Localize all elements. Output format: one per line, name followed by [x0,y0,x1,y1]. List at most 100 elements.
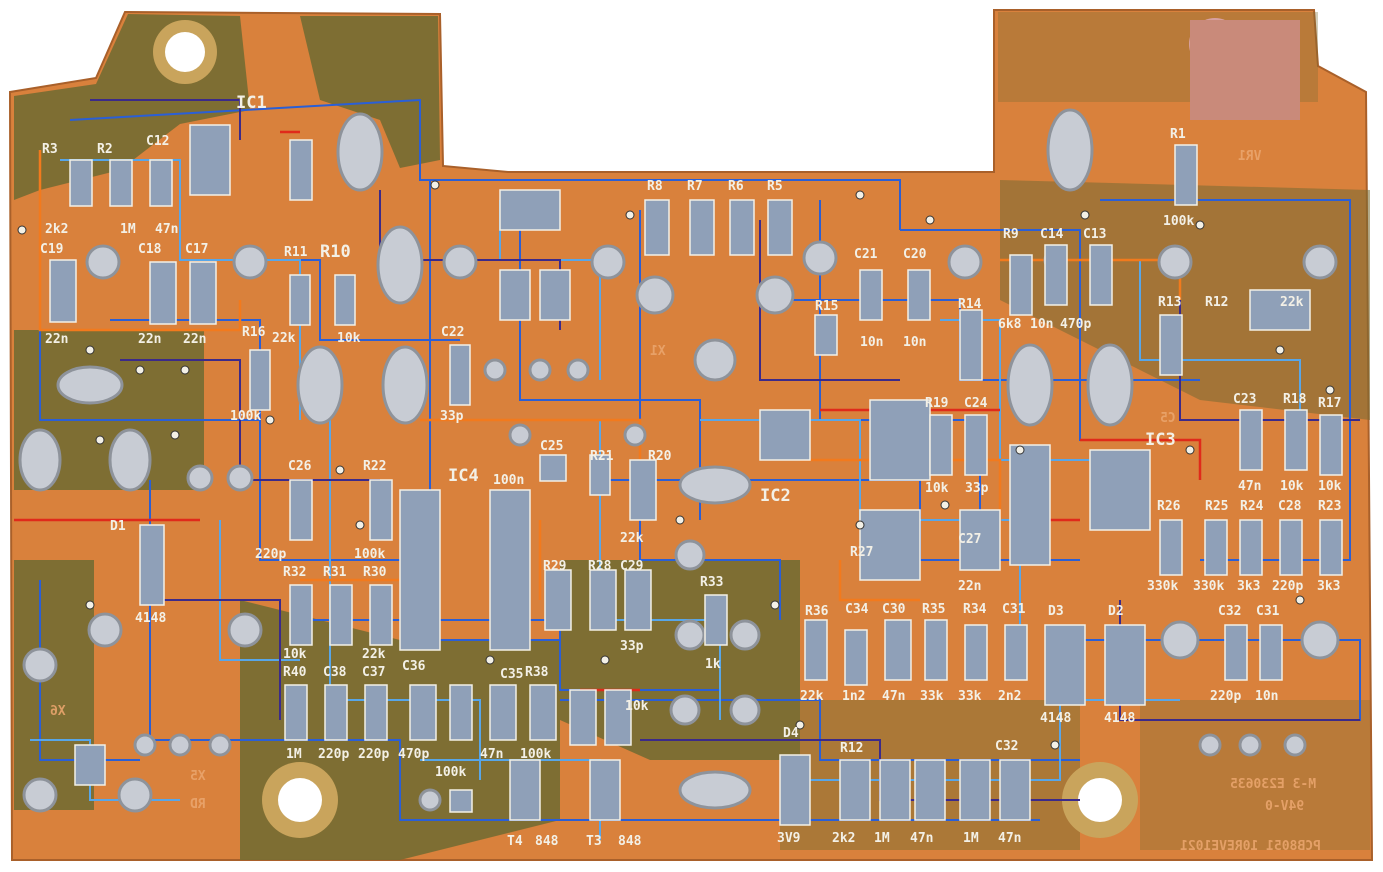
value-r11: 22k [272,331,296,346]
oval-slot-pads [18,108,1134,810]
label-c21: C21 [854,247,878,262]
label-r42: R12 [840,741,864,756]
value-r35: 33k [920,689,944,704]
label-c27: C27 [958,532,982,547]
label-r22: R22 [363,459,387,474]
value-c40: 47n [910,831,934,846]
value-d4: 3V9 [777,831,801,846]
label-c13: C13 [1083,227,1107,242]
label-r17: R17 [1318,396,1342,411]
value-c13: 470p [1060,317,1092,332]
label-c17: C17 [185,242,209,257]
value-c37: 220p [358,747,390,762]
label-d2: D2 [1108,604,1124,619]
value-c18: 22n [138,332,162,347]
label-c37: C37 [362,665,386,680]
value-c9: 10n [1030,317,1054,332]
value-r36: 22k [800,689,824,704]
label-r35: R35 [922,602,946,617]
value-r18: 10k [1280,479,1304,494]
value-c32: 220p [1210,689,1242,704]
value-r26: 330k [1147,579,1179,594]
value-c22: 33p [440,409,464,424]
value-r25: 330k [1193,579,1225,594]
value-c20: 10n [903,335,927,350]
label-c34: C34 [845,602,869,617]
value-r38: 100k [520,747,552,762]
label-c14: C14 [1040,227,1064,242]
vias [17,180,1335,750]
label-r21: R21 [590,449,614,464]
label-ic3: IC3 [1145,430,1176,450]
value-r12: 22k [1280,295,1304,310]
label-c18: C18 [138,242,162,257]
label-c29: C29 [620,559,644,574]
value-c14: 6k8 [998,317,1022,332]
label-r25: R25 [1205,499,1229,514]
label-r15: R15 [815,299,839,314]
label-c19: C19 [40,242,64,257]
label-c31b: C31 [1002,602,1026,617]
value-c34: 1n2 [842,689,866,704]
label-c12: C12 [146,134,170,149]
label-r26: R26 [1157,499,1181,514]
label-r20: R20 [648,449,672,464]
value-c19: 22n [45,332,69,347]
label-c31: C31 [1256,604,1280,619]
label-c36: C36 [402,659,426,674]
value-r33: 1k [705,657,721,672]
value-t4: 848 [535,834,559,849]
value-c26: 220p [255,547,287,562]
label-r23: R23 [1318,499,1342,514]
label-r3: R3 [42,142,58,157]
label-c26: C26 [288,459,312,474]
value-r10: 10k [337,331,361,346]
label-r28: R28 [588,559,612,574]
value-r23: 3k3 [1317,579,1341,594]
label-r24: R24 [1240,499,1264,514]
value-c21: 10n [860,335,884,350]
value-c36: 470p [398,747,430,762]
round-pads [22,240,1340,813]
value-r16: 100k [230,409,262,424]
label-r13: R13 [1158,295,1182,310]
value-c23: 47n [1238,479,1262,494]
silk-pcb-id: PCB8051 10REVE1021 [1180,839,1321,854]
value-c30: 47n [882,689,906,704]
value-r1: 100k [1163,214,1195,229]
silk-ul-code: M-3 E230635 [1230,777,1317,792]
value-c31: 10n [1255,689,1279,704]
value-c24: 33p [965,481,989,496]
value-r39: 100k [435,765,467,780]
value-r37: 10k [625,699,649,714]
label-r12: R12 [1205,295,1229,310]
silk-x1: X1 [650,344,666,359]
value-r42: 2k2 [832,831,856,846]
label-r9: R9 [1003,227,1019,242]
label-c25: C25 [540,439,564,454]
label-r11: R11 [284,245,308,260]
value-r19: 10k [925,481,949,496]
silk-x6: X6 [50,704,66,719]
label-r8: R8 [647,179,663,194]
silk-x5: X5 [190,769,206,784]
value-c29: 33p [620,639,644,654]
label-ic2: IC2 [760,486,791,506]
label-c32: C32 [1218,604,1242,619]
label-d3: D3 [1048,604,1064,619]
label-c22: C22 [441,325,465,340]
label-t3: T3 [586,834,602,849]
value-c38: 220p [318,747,350,762]
silk-rating: 94V-0 [1265,799,1305,814]
value-c17: 22n [183,332,207,347]
value-r17: 10k [1318,479,1342,494]
mounting-holes [153,18,1300,838]
silk-c5: C5 [1160,411,1176,426]
value-r20: 22k [620,531,644,546]
value-c28: 220p [1272,579,1304,594]
label-d4: D4 [783,726,799,741]
value-d1: 4148 [135,611,167,626]
label-r2: R2 [97,142,113,157]
value-c12: 47n [155,222,179,237]
label-c35: C35 [500,667,524,682]
